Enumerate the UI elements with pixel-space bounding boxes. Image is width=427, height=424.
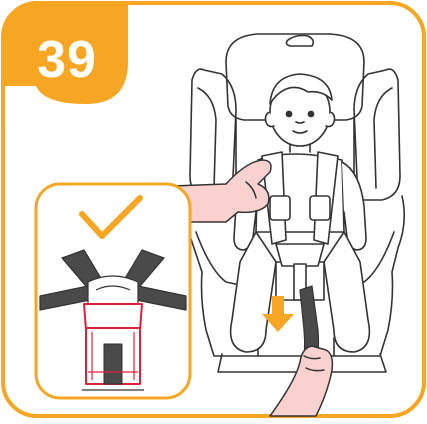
child-figure (231, 74, 370, 352)
inset-buckle-highlight (82, 304, 144, 390)
step-number: 39 (12, 20, 122, 100)
